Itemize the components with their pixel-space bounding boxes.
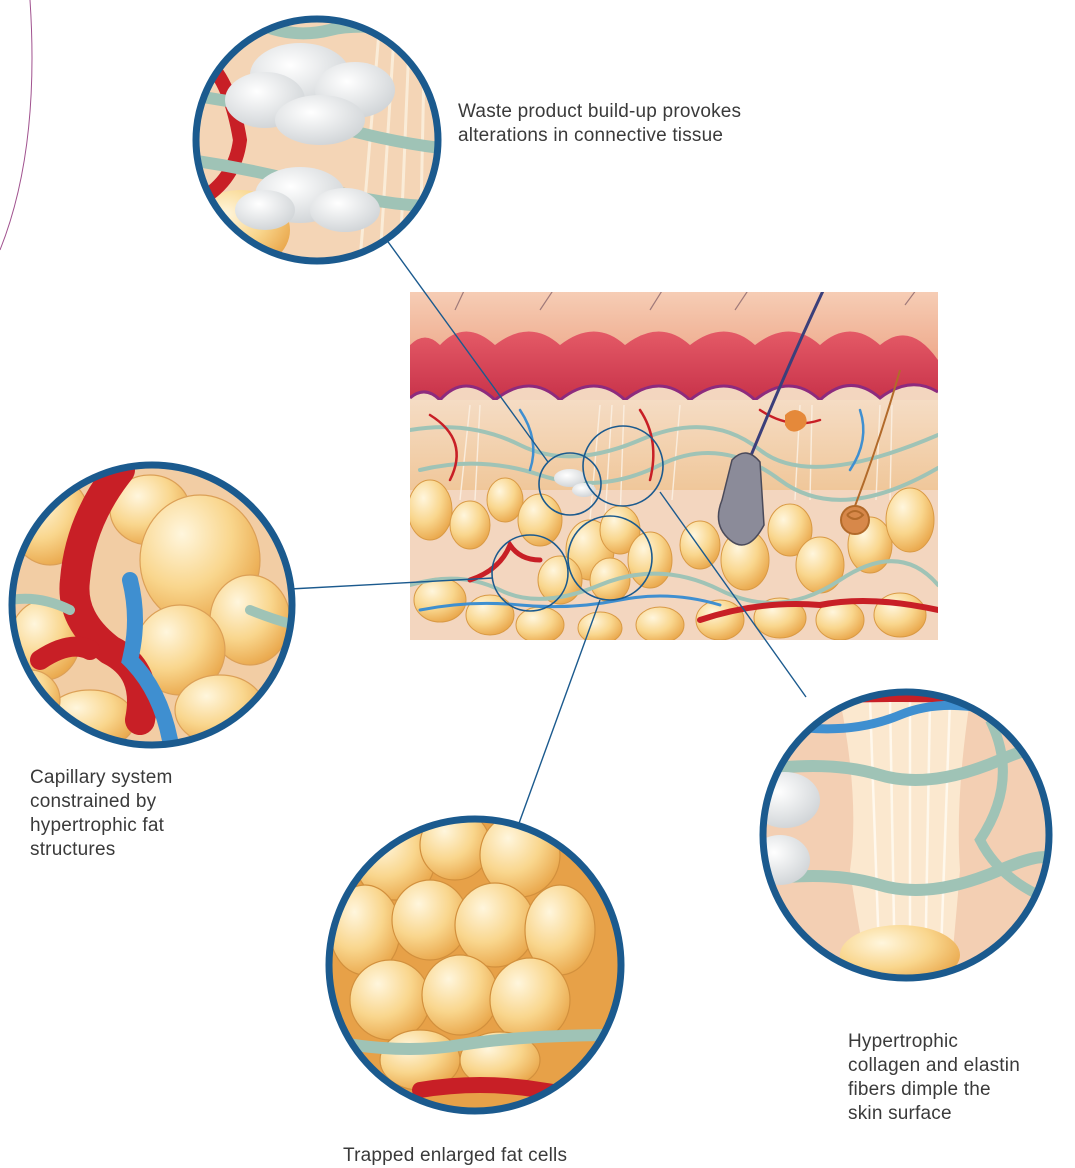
zoom-fat: [325, 810, 625, 1115]
label-line: Hypertrophic: [848, 1030, 1020, 1054]
label-collagen-fibers: Hypertrophic collagen and elastin fibers…: [848, 1030, 1020, 1126]
label-line: constrained by: [30, 790, 173, 814]
label-line: fibers dimple the: [848, 1078, 1020, 1102]
decorative-arc: [0, 0, 32, 250]
label-line: hypertrophic fat: [30, 814, 173, 838]
zoom-waste: [190, 15, 460, 275]
label-line: collagen and elastin: [848, 1054, 1020, 1078]
label-waste-product: Waste product build-up provokes alterati…: [458, 100, 741, 148]
label-line: Capillary system: [30, 766, 173, 790]
label-line: Trapped enlarged fat cells: [343, 1144, 567, 1168]
zoom-collagen: [750, 690, 1054, 985]
label-line: structures: [30, 838, 173, 862]
label-line: skin surface: [848, 1102, 1020, 1126]
label-trapped-fat-cells: Trapped enlarged fat cells: [343, 1144, 567, 1168]
zoom-capillary: [0, 465, 295, 750]
label-line: alterations in connective tissue: [458, 124, 741, 148]
label-capillary-system: Capillary system constrained by hypertro…: [30, 766, 173, 862]
skin-cross-section: [408, 276, 938, 644]
label-line: Waste product build-up provokes: [458, 100, 741, 124]
